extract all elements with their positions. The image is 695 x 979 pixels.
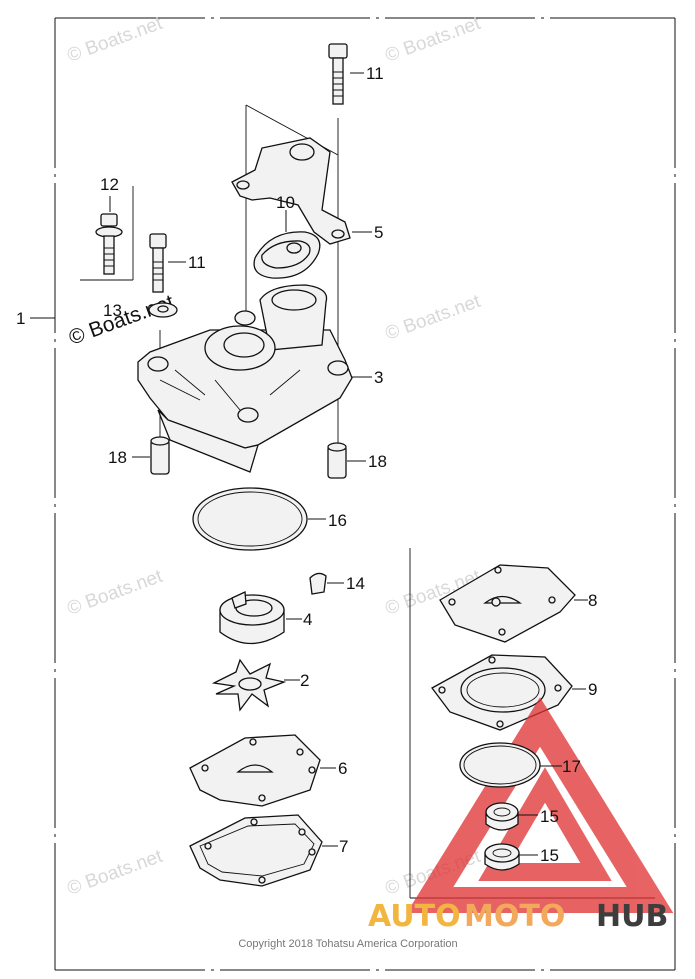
- part-9-plate: 9: [431, 654, 597, 731]
- watermark-text: © Boats.net: [383, 13, 484, 67]
- part-15-oil-seal-lower: 15: [484, 843, 559, 871]
- svg-text:4: 4: [303, 610, 312, 629]
- svg-text:15: 15: [540, 807, 559, 826]
- part-12-flange-bolt: 12: [80, 175, 134, 281]
- svg-text:6: 6: [338, 759, 347, 778]
- part-3-pump-housing: 3: [137, 284, 383, 473]
- part-14-key: 14: [309, 572, 365, 595]
- brand-hub: HUB: [596, 899, 668, 934]
- part-11-bolt-side: 11: [149, 233, 206, 293]
- part-5-bracket: 5: [231, 137, 383, 245]
- svg-text:3: 3: [374, 368, 383, 387]
- part-10-grommet: 10: [253, 193, 321, 279]
- part-2-impeller: 2: [211, 658, 309, 712]
- svg-text:11: 11: [188, 253, 206, 272]
- svg-text:17: 17: [562, 757, 581, 776]
- part-7-gasket: 7: [189, 814, 348, 887]
- part-6-wear-plate: 6: [189, 734, 347, 807]
- svg-text:16: 16: [328, 511, 347, 530]
- part-18-dowel-left: 18: [108, 436, 170, 475]
- automotohub-logo: [406, 697, 674, 913]
- svg-text:13: 13: [103, 301, 122, 320]
- svg-text:10: 10: [276, 193, 295, 212]
- svg-text:1: 1: [16, 309, 25, 328]
- copyright-text: Copyright 2018 Tohatsu America Corporati…: [238, 938, 457, 950]
- svg-text:9: 9: [588, 680, 597, 699]
- svg-text:8: 8: [588, 591, 597, 610]
- watermark-text: © Boats.net: [65, 13, 166, 67]
- svg-text:11: 11: [366, 64, 384, 83]
- part-11-bolt-top: 11: [328, 43, 384, 105]
- brand-auto: AUTO: [368, 899, 461, 934]
- svg-text:12: 12: [100, 175, 119, 194]
- watermark-text-bold: © Boats.net: [66, 290, 177, 349]
- svg-text:14: 14: [346, 574, 365, 593]
- svg-text:7: 7: [339, 837, 348, 856]
- automotohub-brand-text: AUTO MOTO HUB: [368, 899, 668, 934]
- svg-text:15: 15: [540, 846, 559, 865]
- part-13-washer: 13: [103, 301, 178, 320]
- watermark-text: © Boats.net: [383, 291, 484, 345]
- part-15-oil-seal-upper: 15: [485, 802, 559, 831]
- part-4-liner: 4: [219, 591, 312, 645]
- watermark-text: © Boats.net: [65, 566, 166, 620]
- part-18-dowel-right: 18: [327, 442, 387, 479]
- diagram-frame: [54, 17, 676, 971]
- svg-text:18: 18: [108, 448, 127, 467]
- part-17-o-ring: 17: [459, 742, 581, 788]
- part-8-gasket: 8: [439, 564, 597, 643]
- part-16-o-ring: 16: [192, 487, 347, 551]
- watermark-text: © Boats.net: [65, 846, 166, 900]
- svg-text:2: 2: [300, 671, 309, 690]
- svg-text:18: 18: [368, 452, 387, 471]
- svg-text:5: 5: [374, 223, 383, 242]
- callout-1: 1: [16, 309, 55, 328]
- brand-moto: MOTO: [464, 899, 565, 934]
